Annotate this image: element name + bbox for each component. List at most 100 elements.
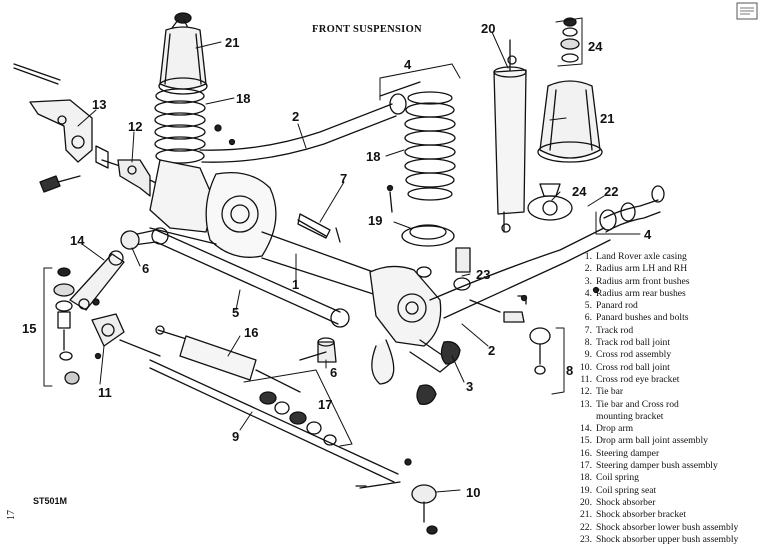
legend-item-text: Radius arm rear bushes	[596, 287, 686, 299]
legend-item: 3. Radius arm front bushes	[572, 276, 760, 288]
legend-item: 23.Shock absorber upper bush assembly	[572, 534, 760, 546]
callout-23: 23	[476, 267, 491, 282]
drop-arm-ball-joint	[53, 267, 80, 385]
callout-6: 6	[330, 365, 338, 380]
callout-3: 3	[466, 379, 474, 394]
legend-item-number: 21.	[580, 509, 592, 521]
callout-16: 16	[244, 325, 259, 340]
track-rod	[297, 213, 341, 243]
axle-casing	[149, 159, 453, 385]
callout-8: 8	[566, 363, 574, 378]
document-icon	[736, 2, 758, 20]
legend-item-text: Steering damper	[596, 447, 660, 459]
legend-item: 22. Shock absorber lower bush assembly	[572, 522, 760, 534]
legend-item: 15.Drop arm ball joint assembly	[572, 435, 760, 447]
legend-item-number: 20.	[580, 496, 592, 508]
legend-item-text: Drop arm	[596, 423, 634, 435]
callout-21: 21	[225, 35, 240, 50]
callout-11: 11	[98, 385, 112, 400]
callout-18: 18	[366, 149, 381, 164]
callout-20: 20	[481, 21, 496, 36]
steering-damper-bushes	[259, 391, 337, 446]
legend-item-text: Land Rover axle casing	[596, 251, 687, 262]
coil-spring-left	[154, 88, 206, 164]
callout-2: 2	[488, 343, 496, 358]
legend-item: 12.Tie bar	[572, 386, 760, 398]
legend-item: 5. Panard rod	[572, 300, 760, 312]
cross-rod-ball-joint	[359, 481, 438, 535]
legend-item: 8. Track rod ball joint	[572, 337, 760, 349]
callout-24: 24	[572, 184, 587, 199]
legend-item: 2. Radius arm LH and RH	[572, 263, 760, 275]
legend-item: 19.Coil spring seat	[572, 485, 760, 497]
tie-bar	[117, 159, 167, 197]
legend-item-number: 14.	[580, 423, 592, 435]
legend-item: 13.Tie bar and Cross rod	[572, 399, 760, 411]
coil-spring-right	[404, 91, 456, 201]
callout-6: 6	[142, 261, 150, 276]
callout-4: 4	[404, 57, 412, 72]
callout-22: 22	[604, 184, 619, 199]
legend-item: 20. Shock absorber	[572, 497, 760, 509]
legend-item-number: 3.	[584, 275, 592, 287]
callout-2: 2	[292, 109, 300, 124]
legend-item-number: 11.	[580, 373, 592, 385]
legend-item-text: Shock absorber bracket	[596, 509, 687, 521]
legend-item-number: 19.	[580, 484, 592, 496]
shock-absorber-bracket-right	[537, 80, 603, 163]
shock-absorber	[493, 39, 527, 233]
legend-item-text: mounting bracket	[596, 410, 664, 422]
legend-item-text: Radius arm LH and RH	[596, 263, 688, 275]
legend-item-text: Panard bushes and bolts	[596, 312, 689, 324]
drop-arm	[69, 250, 125, 311]
legend-item-text: Cross rod ball joint	[596, 361, 670, 373]
callout-19: 19	[368, 213, 383, 228]
legend-item-text: Coil spring	[596, 472, 639, 484]
legend-item: 4.Radius arm rear bushes	[572, 288, 760, 300]
leader-lines	[77, 31, 605, 493]
legend-item-number: 9.	[584, 349, 592, 361]
cross-rod-eye-bracket	[91, 298, 161, 357]
legend-item-number: 16.	[580, 447, 592, 459]
callout-5: 5	[232, 305, 240, 320]
radius-arm-lower	[429, 185, 665, 319]
callout-15: 15	[22, 321, 37, 336]
callout-14: 14	[70, 233, 85, 248]
coil-spring-seat	[401, 224, 455, 247]
callout-13: 13	[92, 97, 107, 112]
legend-item: 10.Cross rod ball joint	[572, 362, 760, 374]
callout-1: 1	[292, 277, 300, 292]
legend-item-text: Radius arm front bushes	[596, 275, 690, 287]
legend-item-text: Shock absorber lower bush assembly	[596, 521, 739, 533]
legend-item: 16. Steering damper	[572, 448, 760, 460]
legend-item: 7.Track rod	[572, 325, 760, 337]
legend-item-number: 2.	[584, 263, 592, 275]
legend-item: 17.Steering damper bush assembly	[572, 460, 760, 472]
legend-item-text: Shock absorber	[596, 496, 656, 508]
legend-item-text: Panard rod	[596, 300, 638, 312]
legend-item-text: Cross rod assembly	[596, 349, 672, 361]
legend-item: 14. Drop arm	[572, 423, 760, 435]
radius-arm-front-bushes	[416, 341, 461, 405]
diagram-title: FRONT SUSPENSION	[312, 24, 422, 35]
track-rod-ball-joint	[469, 295, 551, 375]
legend-item-text: Track rod ball joint	[596, 337, 670, 349]
legend-item-number: 22.	[580, 521, 592, 533]
legend-item-text: Track rod	[596, 324, 634, 336]
steering-damper	[155, 325, 301, 393]
legend-item-number: 23.	[580, 533, 592, 545]
legend-item-number: 1.	[584, 251, 592, 262]
legend-item-number: 8.	[584, 337, 592, 349]
callout-18: 18	[236, 91, 251, 106]
fasteners	[94, 124, 600, 487]
right-lower-bushes	[416, 247, 471, 291]
legend-item: 21. Shock absorber bracket	[572, 509, 760, 521]
legend-item-number: 6.	[584, 312, 592, 324]
legend-item-number: 15.	[580, 435, 592, 447]
legend-item: 18.Coil spring	[572, 472, 760, 484]
callout-24: 24	[588, 39, 603, 54]
callout-4: 4	[644, 227, 652, 242]
legend-item: 9. Cross rod assembly	[572, 349, 760, 361]
legend-item-number: 5.	[584, 300, 592, 312]
